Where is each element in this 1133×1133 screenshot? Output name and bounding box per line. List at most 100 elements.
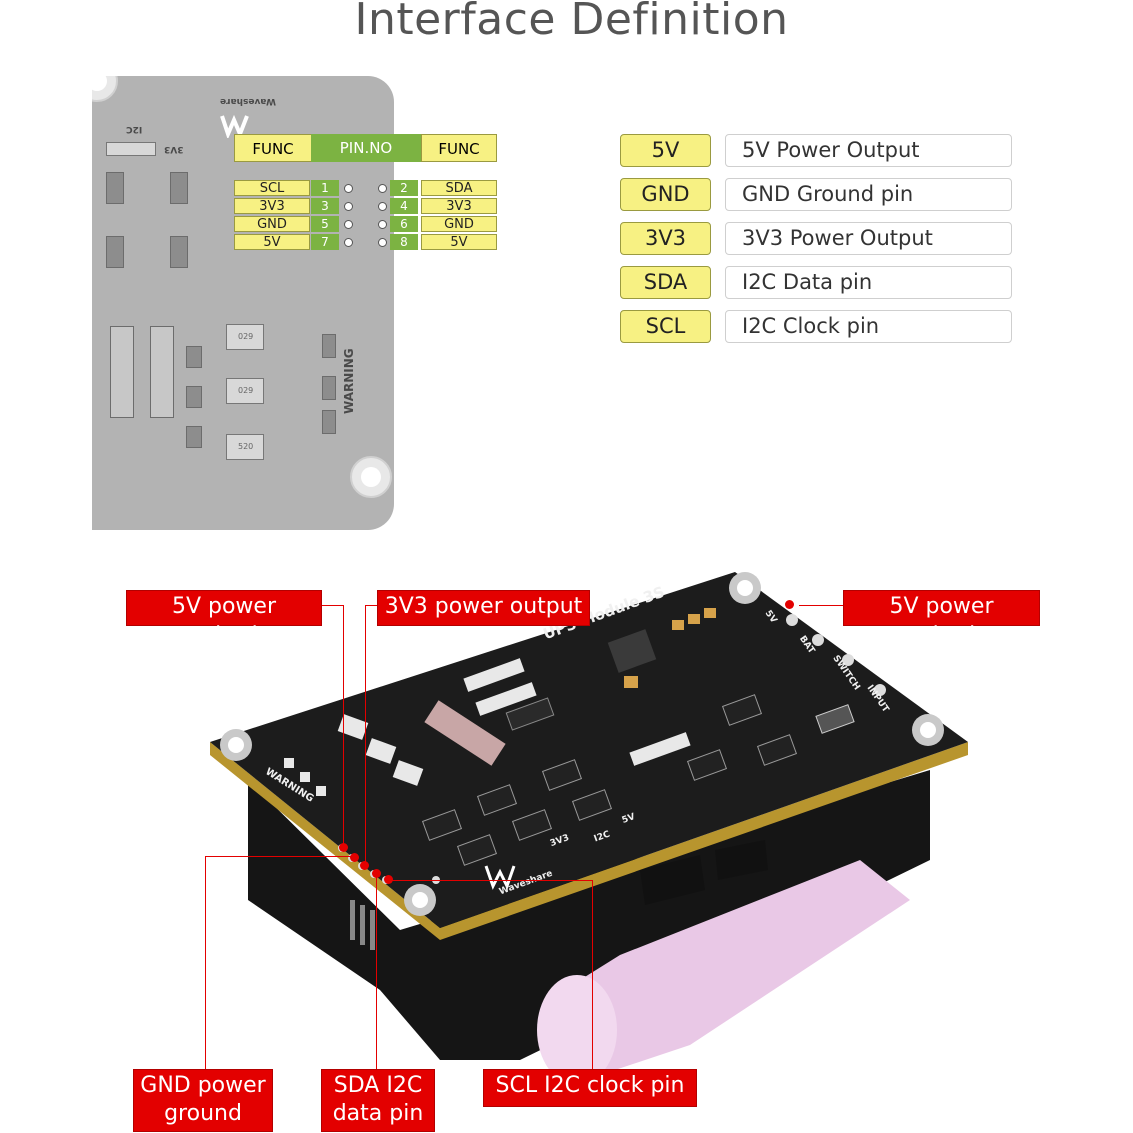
legend-name-gnd: GND	[620, 178, 711, 211]
resistor-block	[629, 732, 691, 766]
component	[106, 236, 124, 268]
leader-line	[365, 605, 379, 606]
capacitor	[704, 608, 716, 618]
chip-label: 520	[238, 442, 254, 451]
pin-left-number: 1	[311, 180, 339, 196]
led	[300, 772, 310, 782]
callout-scl: SCL I2C clock pin	[483, 1069, 697, 1107]
board-connector	[106, 142, 156, 156]
legend-name-5v: 5V	[620, 134, 711, 167]
pin-right-number: 2	[390, 180, 418, 196]
ic-chip	[541, 759, 583, 791]
pin-marker	[384, 875, 393, 884]
callout-gnd-line2: ground	[164, 1101, 242, 1126]
chip-label: 029	[238, 332, 254, 341]
callout-sda-line2: data pin	[332, 1101, 424, 1126]
leader-line	[799, 605, 843, 606]
pcb-top	[210, 572, 968, 928]
callout-sda-line1: SDA I2C	[333, 1073, 423, 1098]
leader-line	[388, 880, 593, 881]
pin-left-func: 5V	[234, 234, 310, 250]
leader-line	[365, 605, 366, 865]
callout-5v-left: 5V power output	[126, 590, 322, 647]
page-title: Interface Definition	[354, 0, 789, 45]
resistor-block	[475, 682, 537, 716]
legend-name-sda: SDA	[620, 266, 711, 299]
pin-left-number: 7	[311, 234, 339, 250]
pin-marker	[339, 843, 348, 852]
resistor-array	[110, 326, 134, 418]
pin-marker	[372, 869, 381, 878]
ic-chip	[456, 834, 498, 866]
pin-right-number: 4	[390, 198, 418, 214]
pin-right-number: 8	[390, 234, 418, 250]
callout-gnd-line1: GND power	[140, 1073, 266, 1098]
inductor-chip	[337, 714, 369, 740]
pin-right-func: 5V	[421, 234, 497, 250]
pin-left-number: 3	[311, 198, 339, 214]
leader-line	[205, 856, 206, 1070]
chip-label: 029	[238, 386, 254, 395]
pad	[874, 684, 886, 696]
resistor-array	[424, 700, 506, 766]
callout-gnd: GND power ground	[133, 1069, 273, 1132]
capacitor	[624, 676, 638, 688]
battery-end	[537, 975, 617, 1085]
pin-marker	[785, 600, 794, 609]
pin-left-func: SCL	[234, 180, 310, 196]
pin-left-func: GND	[234, 216, 310, 232]
callout-sda: SDA I2C data pin	[321, 1069, 435, 1132]
legend-desc-3v3: 3V3 Power Output	[725, 222, 1012, 255]
pin-dot	[344, 220, 353, 229]
waveshare-logo-icon	[220, 112, 250, 140]
component	[186, 426, 202, 448]
pin-dot	[378, 202, 387, 211]
ic-chip	[505, 697, 555, 731]
pin-marker	[360, 861, 369, 870]
inductor-chip	[392, 760, 424, 786]
legend-desc-gnd: GND Ground pin	[725, 178, 1012, 211]
battery-contact	[640, 855, 705, 905]
pin-right-func: SDA	[421, 180, 497, 196]
leader-line	[376, 874, 377, 1070]
ic-chip	[686, 749, 728, 781]
ic-chip	[721, 694, 763, 726]
component	[106, 172, 124, 204]
ic-chip	[571, 789, 613, 821]
led	[322, 376, 336, 400]
component	[186, 386, 202, 408]
pin-dot	[344, 202, 353, 211]
leader-line	[320, 605, 344, 606]
ic-chip	[511, 809, 553, 841]
led	[322, 410, 336, 434]
leader-line	[343, 605, 344, 847]
battery-contact	[715, 840, 768, 880]
battery-cell	[548, 860, 910, 1075]
component	[186, 346, 202, 368]
waveshare-logo-icon	[484, 865, 516, 890]
capacitor	[688, 614, 700, 624]
capacitor	[672, 620, 684, 630]
switch-chip	[815, 704, 855, 734]
led	[322, 334, 336, 358]
pad	[842, 654, 854, 666]
leader-line	[592, 880, 593, 1070]
pad	[812, 634, 824, 646]
pin-right-func: GND	[421, 216, 497, 232]
mount-hole	[350, 456, 392, 498]
legend-desc-5v: 5V Power Output	[725, 134, 1012, 167]
ic-chip	[476, 784, 518, 816]
leader-line	[205, 856, 355, 857]
pin-left-func: 3V3	[234, 198, 310, 214]
func-header-right: FUNC	[421, 134, 497, 162]
pin-dot	[378, 220, 387, 229]
inductor-chip	[365, 738, 397, 764]
led	[316, 786, 326, 796]
pin-dot	[344, 238, 353, 247]
resistor-array	[150, 326, 174, 418]
pin-dot	[378, 238, 387, 247]
pin-dot	[344, 184, 353, 193]
component	[170, 172, 188, 204]
pin-dot	[378, 184, 387, 193]
